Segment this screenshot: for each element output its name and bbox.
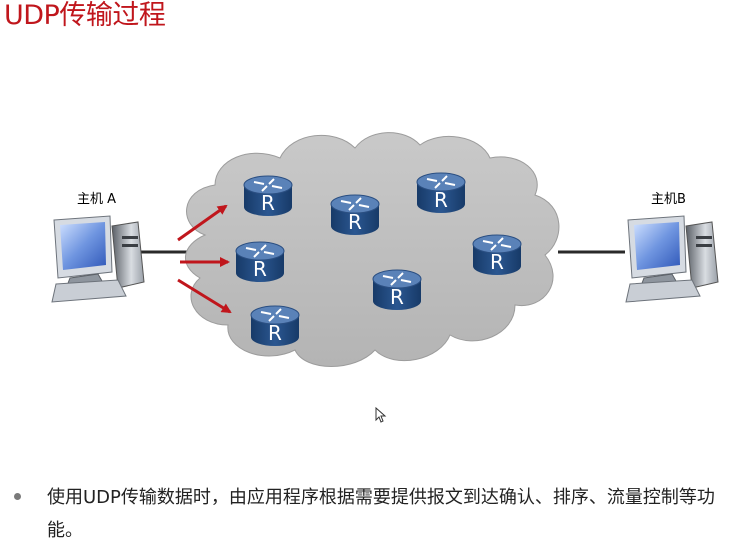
router-icon: R [236, 242, 284, 282]
router-icon: R [244, 176, 292, 216]
router-label: R [261, 191, 275, 215]
router-icon: R [473, 235, 521, 275]
router-label: R [390, 285, 404, 309]
router-icon: R [251, 306, 299, 346]
router-label: R [348, 210, 362, 234]
router-icon: R [417, 173, 465, 213]
router-label: R [253, 257, 267, 281]
host-a-label: 主机 A [77, 188, 116, 207]
mouse-cursor-icon [375, 407, 387, 423]
router-icon: R [331, 195, 379, 235]
router-label: R [268, 321, 282, 345]
host-b-label: 主机B [651, 188, 686, 207]
network-diagram: R R R R R R R [0, 0, 747, 480]
router-label: R [434, 188, 448, 212]
host-b-computer-icon [626, 216, 718, 302]
host-a-computer-icon [52, 216, 144, 302]
bullet-dot [14, 493, 21, 500]
bullet-text: 使用UDP传输数据时，由应用程序根据需要提供报文到达确认、排序、流量控制等功能。 [47, 481, 745, 547]
router-label: R [490, 250, 504, 274]
router-icon: R [373, 270, 421, 310]
